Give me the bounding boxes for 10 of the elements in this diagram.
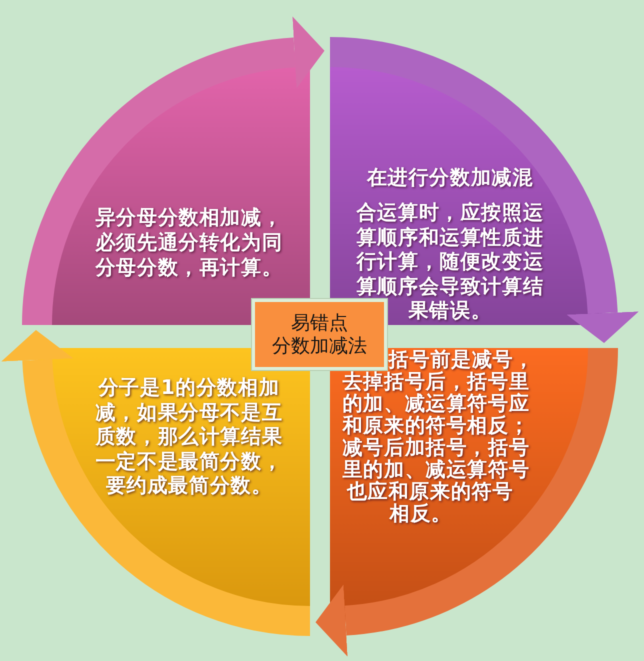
topic-box [252,299,387,370]
panel-text: 合运算时，应按照运算顺序和运算性质进行计算，随便改变运算顺序会导致计算结果错误。 [355,200,545,322]
curved-arrow [329,37,639,343]
curved-arrow [22,16,324,326]
panel-text: 分子是1的分数相加减，如果分母不是互质数，那么计算结果一定不是最简分数，要约成最简分数。 [94,375,284,498]
curved-arrow [1,330,311,636]
panel-text: 异分母分数相加减，必须先通分转化为同分母分数，再计算。 [94,205,284,280]
topic-label: 易错点 [291,312,348,334]
panel-text: 在进行分数加减混 [366,165,534,190]
curved-arrow [316,347,618,656]
